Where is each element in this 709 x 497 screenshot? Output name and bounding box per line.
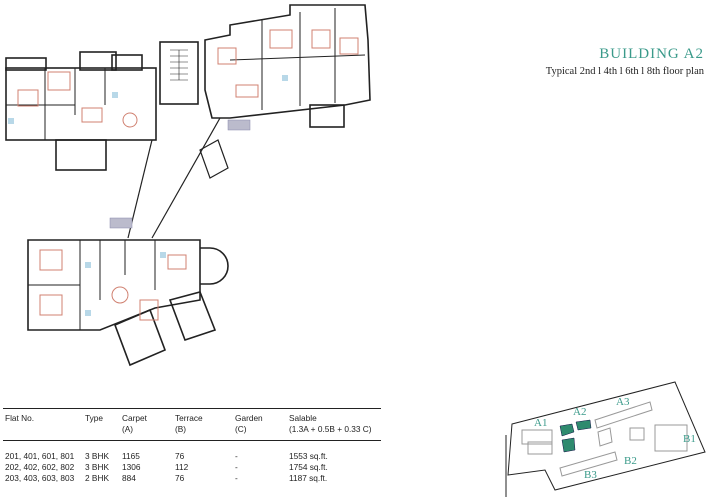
bathroom-fixtures bbox=[8, 75, 288, 316]
cell-type: 3 BHK bbox=[85, 451, 109, 461]
key-plan-labels: A1 A2 A3 B1 B2 B3 bbox=[534, 396, 696, 481]
header-sublabel: (C) bbox=[235, 424, 247, 434]
table-row: 203, 403, 603, 803 2 BHK 884 76 - 1187 sq.ft. bbox=[3, 473, 381, 484]
building-title: BUILDING A2 bbox=[599, 46, 704, 62]
header-sublabel: (A) bbox=[122, 424, 134, 434]
cell-salable: 1553 sq.ft. bbox=[289, 451, 328, 461]
col-garden: Garden(C) bbox=[233, 409, 287, 441]
ac-units bbox=[109, 119, 251, 229]
key-label-a2: A2 bbox=[573, 406, 586, 418]
cell-garden: - bbox=[235, 451, 238, 461]
other-buildings bbox=[521, 401, 688, 477]
furniture-layout bbox=[17, 29, 359, 321]
header-label: Salable bbox=[289, 413, 317, 423]
flat-unit-top-right bbox=[204, 4, 371, 128]
cell-flat-no: 203, 403, 603, 803 bbox=[5, 473, 75, 483]
header-label: Terrace bbox=[175, 413, 203, 423]
floor-plan-subtitle: Typical 2nd l 4th l 6th l 8th floor plan bbox=[545, 66, 704, 77]
cell-flat-no: 202, 402, 602, 802 bbox=[5, 462, 75, 472]
cell-type: 2 BHK bbox=[85, 473, 109, 483]
key-label-b3: B3 bbox=[584, 469, 597, 481]
table-header-row: Flat No. Type Carpet(A) Terrace(B) Garde… bbox=[3, 408, 381, 441]
key-label-a1: A1 bbox=[534, 417, 547, 429]
cell-terrace: 76 bbox=[175, 451, 185, 461]
cell-carpet: 1306 bbox=[122, 462, 141, 472]
col-flat-no: Flat No. bbox=[3, 409, 83, 441]
col-terrace: Terrace(B) bbox=[173, 409, 233, 441]
header-label: Flat No. bbox=[5, 413, 35, 423]
passage-corridor bbox=[127, 117, 229, 239]
cell-salable: 1187 sq.ft. bbox=[289, 473, 328, 483]
cell-garden: - bbox=[235, 473, 238, 483]
header-label: Carpet bbox=[122, 413, 147, 423]
key-label-a3: A3 bbox=[616, 396, 630, 408]
cell-carpet: 884 bbox=[122, 473, 136, 483]
flat-unit-top-left bbox=[5, 51, 157, 171]
flat-area-table: Flat No. Type Carpet(A) Terrace(B) Garde… bbox=[3, 408, 381, 484]
cell-flat-no: 201, 401, 601, 801 bbox=[5, 451, 75, 461]
cell-terrace: 112 bbox=[175, 462, 189, 472]
header-sublabel: (1.3A + 0.5B + 0.33 C) bbox=[289, 424, 372, 434]
key-label-b1: B1 bbox=[683, 433, 696, 445]
staircase bbox=[159, 41, 199, 105]
col-salable: Salable(1.3A + 0.5B + 0.33 C) bbox=[287, 409, 381, 441]
key-plan: A1 A2 A3 B1 B2 B3 bbox=[505, 381, 706, 497]
cell-type: 3 BHK bbox=[85, 462, 109, 472]
floor-plan-drawing bbox=[5, 4, 371, 367]
table-row: 202, 402, 602, 802 3 BHK 1306 112 - 1754 sq.f… bbox=[3, 462, 381, 473]
header-sublabel: (B) bbox=[175, 424, 187, 434]
building-a2-highlight bbox=[559, 419, 592, 453]
flat-unit-bottom bbox=[27, 239, 229, 367]
key-label-b2: B2 bbox=[624, 455, 637, 467]
col-carpet: Carpet(A) bbox=[120, 409, 173, 441]
cell-terrace: 76 bbox=[175, 473, 185, 483]
cell-carpet: 1165 bbox=[122, 451, 140, 461]
table-row: 201, 401, 601, 801 3 BHK 1165 76 - 1553 sq.ft… bbox=[3, 441, 381, 463]
header-label: Garden bbox=[235, 413, 263, 423]
col-type: Type bbox=[83, 409, 120, 441]
header-label: Type bbox=[85, 413, 103, 423]
cell-salable: 1754 sq.ft. bbox=[289, 462, 328, 472]
cell-garden: - bbox=[235, 462, 238, 472]
